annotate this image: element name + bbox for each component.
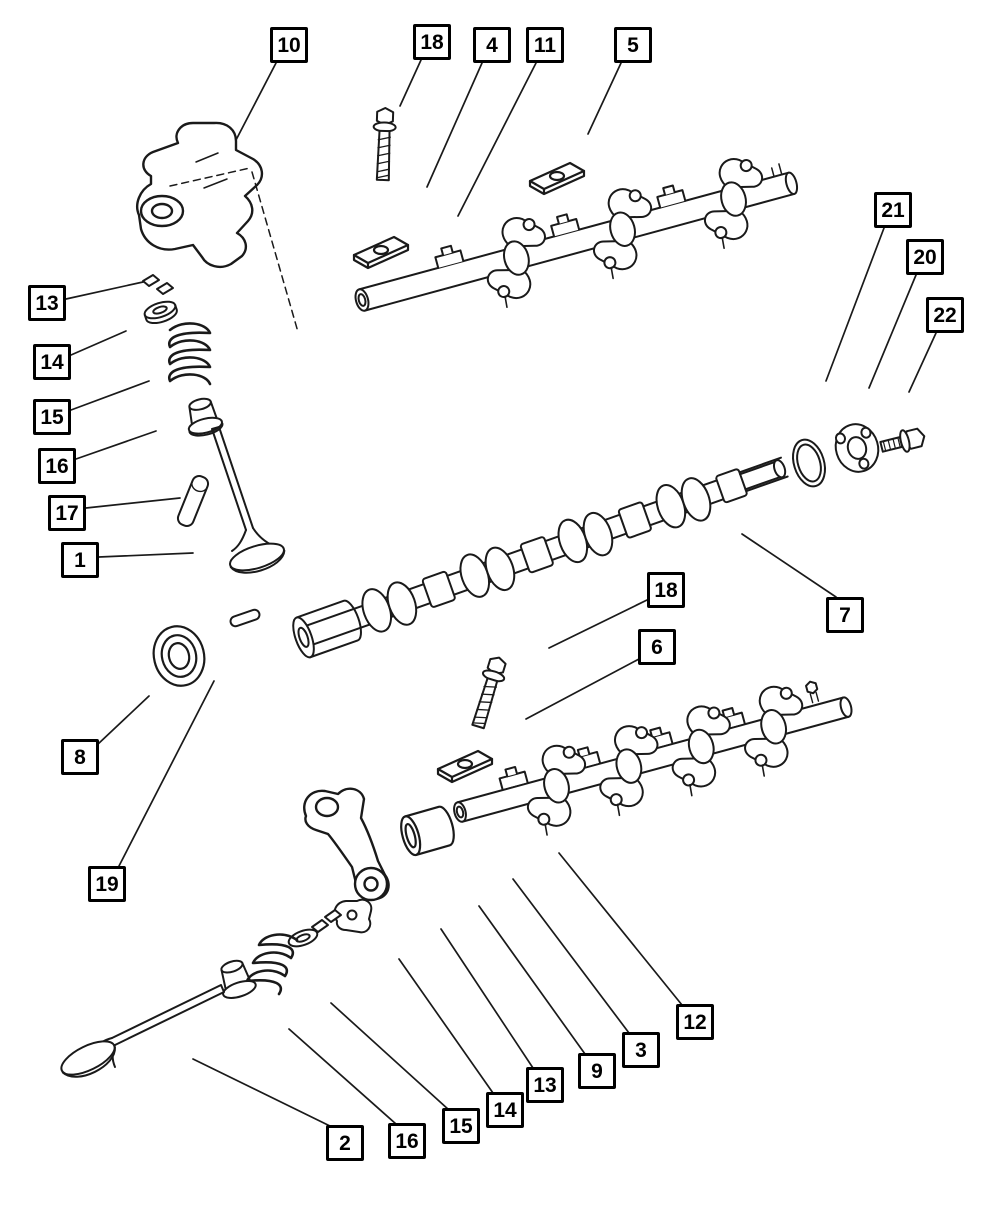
cam-bolt-drawing [879,427,926,453]
leader-line-10 [235,62,277,141]
mounting-bolt-mid-drawing [466,653,511,731]
callout-15-left: 15 [33,399,71,435]
rocker-shaft-assembly-top-drawing [354,151,799,312]
callout-14-left: 14 [33,344,71,380]
retainer-plate-lower-drawing [436,749,494,784]
rocker-arm-drawing [303,787,390,902]
camshaft-drawing [292,456,789,659]
leader-lines [65,59,937,1128]
callout-16-left: 16 [38,448,76,484]
leader-line-9 [478,905,586,1055]
callout-8: 8 [61,739,99,775]
cam-seal-ring-drawing [792,438,826,488]
dowel-pin-drawing [176,475,210,527]
leader-line-18-top [399,59,422,107]
valve-stem-seal-drawing [187,397,224,437]
leader-line-1 [98,552,194,558]
leader-line-22 [908,332,937,393]
leader-line-18-mid [548,599,648,649]
callout-16-bottom: 16 [388,1123,426,1159]
shaft-end-bolt-drawing [805,680,820,704]
leader-line-15-bottom [330,1002,450,1111]
exhaust-valve-drawing [60,984,225,1078]
leader-line-7 [741,533,837,598]
leader-line-19 [118,680,215,867]
callout-1: 1 [61,542,99,578]
assembly-dashed-line [251,171,299,333]
callout-7: 7 [826,597,864,633]
camshaft-pin-drawing [229,608,261,628]
leader-line-6 [525,658,640,720]
leader-line-12 [558,852,683,1006]
callout-13-left: 13 [28,285,66,321]
shaft-bushing-drawing [400,805,455,857]
callout-20: 20 [906,239,944,275]
callout-4: 4 [473,27,511,63]
valve-spring-drawing [167,322,212,386]
retainer-clip-drawing [333,898,373,934]
leader-line-3 [512,878,630,1034]
callout-10: 10 [270,27,308,63]
shaft-nut-plate-drawing [528,161,586,196]
callout-15-bottom: 15 [442,1108,480,1144]
intake-valve-drawing [211,426,286,574]
rocker-shaft-assembly-bottom-drawing [453,679,853,839]
callout-18-mid: 18 [647,572,685,608]
callout-5: 5 [614,27,652,63]
callout-18-top: 18 [413,24,451,60]
leader-line-11 [457,62,537,217]
leader-line-21 [825,227,885,382]
rocker-pedestal-drawing [136,121,299,333]
callout-22: 22 [926,297,964,333]
spring-retainer-bottom-drawing [287,928,319,948]
leader-line-15-left [70,380,150,411]
valve-keepers-drawing [142,274,174,295]
leader-line-13-bottom [440,928,534,1069]
callout-14-bottom: 14 [486,1092,524,1128]
callout-21: 21 [874,192,912,228]
callout-11: 11 [526,27,564,63]
cam-sprocket-hub-drawing [834,423,880,473]
leader-line-17 [85,497,181,509]
leader-line-4 [426,62,483,188]
valve-stem-seal-bottom-drawing [220,959,257,999]
callout-17: 17 [48,495,86,531]
callout-3: 3 [622,1032,660,1068]
leader-line-8 [96,695,150,746]
mounting-bolt-top-drawing [370,106,398,182]
camshaft-seal-drawing [152,625,206,687]
leader-line-2 [192,1058,333,1128]
leader-line-14-left [70,330,127,356]
spring-retainer-drawing [143,300,178,325]
leader-line-13-left [65,281,144,300]
leader-line-16-bottom [288,1028,397,1125]
retainer-plate-drawing [352,235,410,270]
leader-line-14-bottom [398,958,494,1094]
callout-2: 2 [326,1125,364,1161]
callout-13-bottom: 13 [526,1067,564,1103]
leader-line-16-left [75,430,157,460]
callout-12: 12 [676,1004,714,1040]
callout-6: 6 [638,629,676,665]
callout-9: 9 [578,1053,616,1089]
callout-19: 19 [88,866,126,902]
leader-line-5 [587,62,622,135]
leader-line-20 [868,274,917,389]
